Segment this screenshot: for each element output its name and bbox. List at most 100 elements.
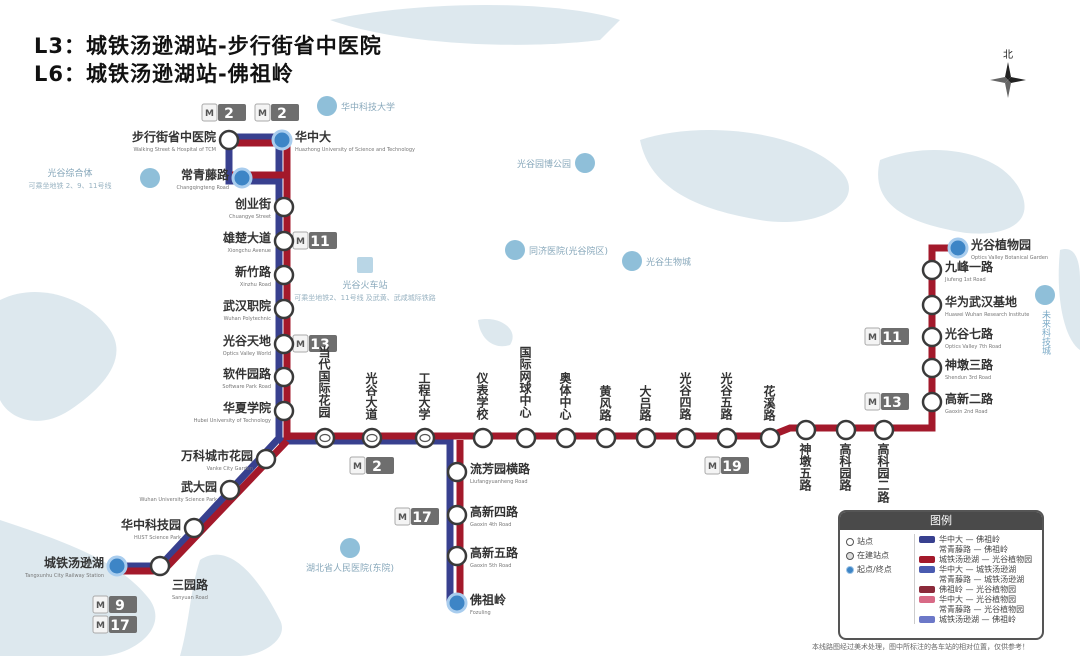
station-marker[interactable]	[314, 427, 336, 449]
station-marker[interactable]	[675, 427, 697, 449]
legend-route-row: 华中大 — 光谷植物园	[919, 594, 1038, 604]
station-marker[interactable]	[149, 555, 171, 577]
station-name: 城铁汤逊湖	[44, 555, 104, 570]
station-marker[interactable]	[273, 400, 295, 422]
station-23[interactable]	[635, 427, 657, 449]
station-18[interactable]	[414, 427, 436, 449]
poi-name: 光谷园博公园	[517, 158, 571, 170]
station-marker[interactable]	[273, 230, 295, 252]
station-marker[interactable]	[635, 427, 657, 449]
poi-7: 湖北省人民医院(东院)	[306, 538, 394, 574]
station-name-en: Vanke City Garden	[207, 466, 253, 472]
legend-route-row: 常青藤路 — 城铁汤逊湖	[919, 574, 1038, 584]
station-marker[interactable]	[795, 419, 817, 441]
metro-m-icon	[864, 327, 881, 346]
station-marker[interactable]	[472, 427, 494, 449]
station-marker[interactable]	[273, 264, 295, 286]
station-name-en: Gaoxin 4th Road	[470, 522, 511, 528]
legend-route-row: 华中大 — 城铁汤逊湖	[919, 564, 1038, 574]
station-17[interactable]	[361, 427, 383, 449]
station-marker[interactable]	[921, 326, 943, 348]
station-marker[interactable]	[273, 333, 295, 355]
station-marker[interactable]	[273, 366, 295, 388]
metro-m-icon	[864, 392, 881, 411]
station-marker[interactable]	[273, 196, 295, 218]
station-marker[interactable]	[921, 357, 943, 379]
station-marker[interactable]	[231, 167, 253, 189]
legend-route-row: 常青藤路 — 佛祖岭	[919, 544, 1038, 554]
station-marker[interactable]	[414, 427, 436, 449]
station-marker[interactable]	[835, 419, 857, 441]
station-21[interactable]	[555, 427, 577, 449]
station-marker[interactable]	[716, 427, 738, 449]
station-marker[interactable]	[446, 545, 468, 567]
station-24[interactable]	[675, 427, 697, 449]
line-number: 2	[224, 106, 234, 122]
poi-8	[1035, 285, 1055, 305]
station-marker[interactable]	[595, 427, 617, 449]
station-name-en: Wuhan Polytechnic	[224, 316, 272, 322]
legend-route-label: 城铁汤逊湖 — 光谷植物园	[939, 554, 1033, 564]
station-marker[interactable]	[446, 592, 468, 614]
station-marker[interactable]	[446, 461, 468, 483]
station-28[interactable]	[835, 419, 857, 441]
station-marker[interactable]	[106, 555, 128, 577]
line-number: 11	[882, 330, 901, 346]
station-25[interactable]	[716, 427, 738, 449]
station-19[interactable]	[472, 427, 494, 449]
line-number-box	[881, 393, 909, 410]
station-marker[interactable]	[255, 448, 277, 470]
station-marker[interactable]	[921, 259, 943, 281]
station-29[interactable]	[873, 419, 895, 441]
station-marker[interactable]	[446, 504, 468, 526]
station-marker[interactable]	[555, 427, 577, 449]
station-27[interactable]	[795, 419, 817, 441]
station-marker[interactable]	[873, 419, 895, 441]
station-marker[interactable]	[219, 479, 241, 501]
station-22[interactable]	[595, 427, 617, 449]
station-marker[interactable]	[921, 391, 943, 413]
metro-m-label: M	[868, 398, 877, 408]
poi-name: 光谷火车站	[342, 279, 387, 291]
station-16[interactable]	[314, 427, 336, 449]
legend-route-row: 城铁汤逊湖 — 佛祖岭	[919, 614, 1038, 624]
station-26[interactable]	[759, 427, 781, 449]
station-marker[interactable]	[183, 517, 205, 539]
station-marker[interactable]	[273, 298, 295, 320]
station-marker[interactable]	[759, 427, 781, 449]
line-number: 2	[277, 106, 287, 122]
station-marker[interactable]	[921, 294, 943, 316]
station-marker[interactable]	[947, 237, 969, 259]
station-marker[interactable]	[361, 427, 383, 449]
station-marker[interactable]	[218, 129, 240, 151]
station-20[interactable]	[515, 427, 537, 449]
station-marker[interactable]	[515, 427, 537, 449]
station-marker[interactable]	[271, 129, 293, 151]
